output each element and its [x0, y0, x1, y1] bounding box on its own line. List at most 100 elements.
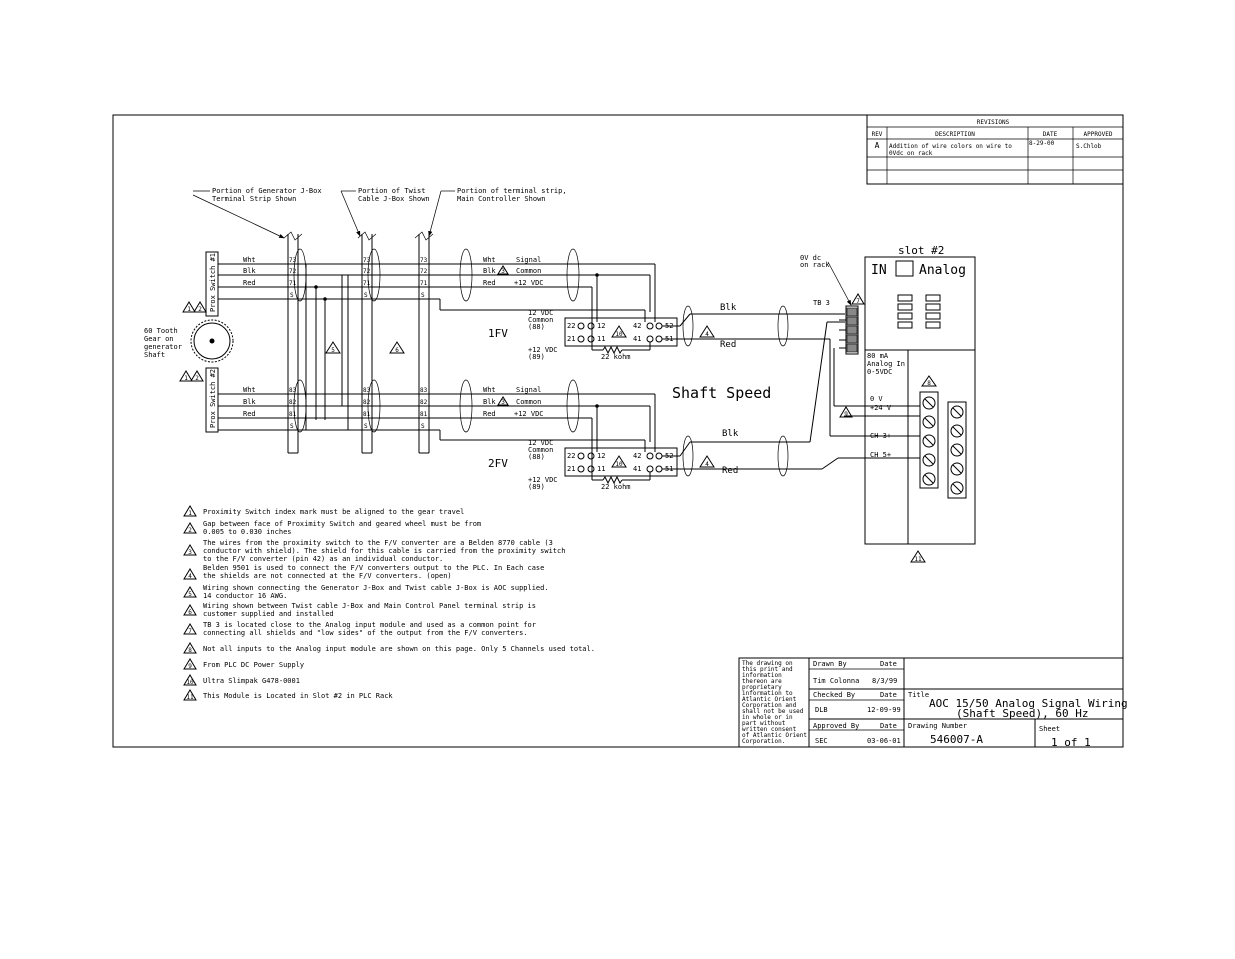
module-spec-1: 80 mA — [867, 352, 889, 360]
term-83-a: 83 — [289, 387, 297, 394]
converter-1fv-plus-2: (89) — [528, 353, 545, 361]
wire-blk-lower: Blk — [243, 398, 256, 406]
note-6: 6 Wiring shown between Twist cable J-Box… — [183, 602, 536, 618]
note-11: 11 This Module is Located in Slot #2 in … — [183, 689, 393, 701]
upper-wiring: Wht Blk Red 73 72 71 S 73 72 71 S 73 72 … — [218, 256, 656, 430]
approved-date-label: Date — [880, 722, 897, 730]
note-mark-1-icon: 1 — [182, 301, 196, 313]
module-spec-3: 0-5VDC — [867, 368, 892, 376]
svg-text:The wires from the proximity s: The wires from the proximity switch to t… — [203, 539, 553, 547]
converter-2fv-t41: 41 — [633, 465, 641, 473]
date-header: DATE — [1043, 131, 1058, 138]
analog-label: Analog — [919, 263, 966, 278]
gear-label-1: 60 Tooth — [144, 327, 178, 335]
checked-date: 12-09-99 — [867, 706, 901, 714]
wire-plus12-upper: +12 VDC — [514, 279, 544, 287]
drawn-by: Tim Colonna — [813, 677, 859, 685]
note-mark-2-icon: 2 — [193, 301, 207, 313]
term-s-b: S — [364, 292, 368, 299]
note-7-mark-icon — [183, 623, 197, 635]
zero-v-label-2: on rack — [800, 261, 830, 269]
svg-text:2: 2 — [188, 527, 192, 534]
converter-1fv-t11: 11 — [597, 335, 605, 343]
wire-common-upper: Common — [516, 267, 541, 275]
svg-text:Not all inputs to the Analog i: Not all inputs to the Analog input modul… — [203, 645, 595, 653]
svg-text:From PLC DC Power Supply: From PLC DC Power Supply — [203, 661, 304, 669]
gear-shaft-icon — [209, 338, 215, 344]
svg-text:Wiring shown between Twist cab: Wiring shown between Twist cable J-Box a… — [203, 602, 536, 610]
converter-2fv-t42: 42 — [633, 452, 641, 460]
converter-1fv-common-2: Common — [528, 316, 553, 324]
rev-header: REV — [872, 131, 883, 138]
note-1: 1 Proximity Switch index mark must be al… — [183, 505, 464, 517]
svg-text:2: 2 — [195, 375, 199, 382]
disclaimer-12: of Atlantic Orient — [742, 732, 807, 739]
term-s-a: S — [290, 292, 294, 299]
sheet-label: Sheet — [1039, 725, 1060, 733]
note-3: 3 The wires from the proximity switch to… — [183, 539, 565, 563]
ch3-label: CH 3+ — [870, 432, 891, 440]
disclaimer-7: Corporation and — [742, 702, 797, 709]
module-leds-icon — [897, 294, 941, 329]
converter-2fv: 2FV 12 VDC Common (88) +12 VDC (89) 22 2… — [488, 439, 678, 491]
note-8-mark-icon — [183, 642, 197, 654]
revisions-title: REVISIONS — [977, 119, 1010, 126]
out1-blk: Blk — [720, 303, 737, 313]
term-s-f: S — [421, 423, 425, 430]
converter-1fv-plus-1: +12 VDC — [528, 346, 558, 354]
term-82-c: 82 — [420, 399, 428, 406]
svg-text:connecting all shields and "lo: connecting all shields and "low sides" o… — [203, 629, 528, 637]
note-mark-4-label: 4 — [705, 331, 709, 338]
plc-module: 0V dc on rack TB 3 7 slot #2 IN Analog — [800, 244, 976, 563]
term-73-c: 73 — [420, 257, 428, 264]
wire-blk-upper-right: Blk — [483, 267, 496, 275]
out2-blk: Blk — [722, 429, 739, 439]
note-mark-2-lower-icon: 2 — [190, 370, 204, 382]
note-mark-3-icon — [497, 265, 509, 275]
description-header: DESCRIPTION — [935, 131, 975, 138]
term-72-b: 72 — [363, 268, 371, 275]
note-mark-9-icon — [839, 406, 853, 418]
svg-text:customer supplied and installe: customer supplied and installed — [203, 610, 334, 618]
notes-list: 1 Proximity Switch index mark must be al… — [183, 505, 595, 701]
note-mark-11-label: 11 — [914, 556, 922, 563]
shaft-speed-label: Shaft Speed — [672, 384, 771, 402]
revision-description-1: Addition of wire colors on wire to — [889, 143, 1012, 150]
note-4-mark-icon — [183, 568, 197, 580]
converter-1fv-t42: 42 — [633, 322, 641, 330]
term-72-a: 72 — [289, 268, 297, 275]
svg-text:6: 6 — [188, 609, 192, 616]
title-block: The drawing on this print and informatio… — [738, 657, 1128, 749]
callout-generator-jbox-2: Terminal Strip Shown — [212, 195, 296, 203]
wire-wht-lower: Wht — [243, 386, 256, 394]
wire-wht-upper-right: Wht — [483, 256, 496, 264]
note-5-mark-icon — [183, 586, 197, 598]
revisions-table: REVISIONS REV DESCRIPTION DATE APPROVED … — [866, 114, 1124, 185]
converter-2fv-res: 22 kohm — [601, 483, 631, 491]
svg-text:9: 9 — [188, 663, 192, 670]
converter-1fv-mark: 10 — [615, 331, 623, 338]
term-83-c: 83 — [420, 387, 428, 394]
out1-red: Red — [720, 340, 736, 350]
disclaimer-2: information — [742, 672, 782, 679]
term-83-b: 83 — [363, 387, 371, 394]
note-1-mark-icon — [183, 505, 197, 517]
wire-signal-upper: Signal — [516, 256, 541, 264]
term-71-c: 71 — [420, 280, 428, 287]
note-mark-7-icon — [851, 293, 865, 305]
svg-text:14 conductor 16 AWG.: 14 conductor 16 AWG. — [203, 592, 287, 600]
callout-twist-jbox-1: Portion of Twist — [358, 187, 425, 195]
drawing-number-label: Drawing Number — [908, 722, 967, 730]
converter-1fv-t41: 41 — [633, 335, 641, 343]
callout-main-strip-2: Main Controller Shown — [457, 195, 546, 203]
converter-2fv-t12: 12 — [597, 452, 605, 460]
term-81-a: 81 — [289, 411, 297, 418]
prox-switch-1-label: Prox Switch #1 — [209, 253, 217, 312]
term-81-c: 81 — [420, 411, 428, 418]
analog-input-module — [864, 256, 976, 545]
note-10: 10 Ultra Slimpak G478-0001 — [183, 674, 300, 686]
converter-1fv-t12: 12 — [597, 322, 605, 330]
converter-2fv-plus-1: +12 VDC — [528, 476, 558, 484]
svg-text:to the F/V converter (pin 42): to the F/V converter (pin 42) as an indi… — [203, 555, 443, 563]
